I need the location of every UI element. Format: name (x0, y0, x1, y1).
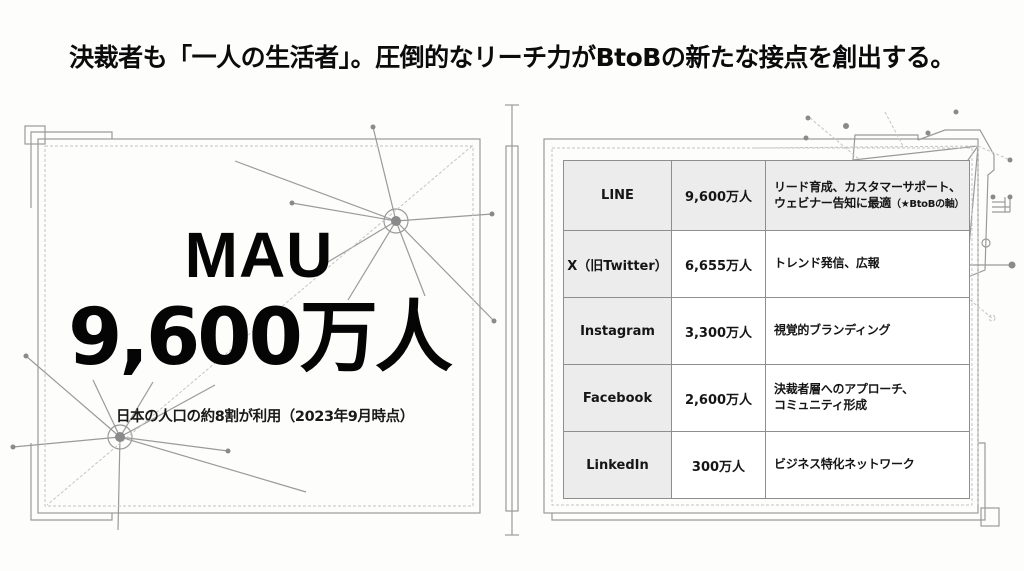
mau-panel: MAU 9,600万人 日本の人口の約8割が利用（2023年9月時点） (38, 139, 480, 513)
mau-value: 9,600万人 (68, 293, 453, 383)
use-case: ビジネス特化ネットワーク (765, 431, 970, 499)
use-case-line1: 決裁者層へのアプローチ、 (774, 382, 914, 397)
use-case: 視覚的ブランディング (765, 297, 970, 365)
platform-name: LINE (563, 160, 672, 231)
table-row-instagram: Instagram 3,300万人 視覚的ブランディング (563, 297, 970, 365)
user-count: 6,655万人 (671, 230, 766, 298)
use-case: リード育成、カスタマーサポート、 ウェビナー告知に最適（★BtoBの軸） (765, 160, 970, 231)
table-row-line: LINE 9,600万人 リード育成、カスタマーサポート、 ウェビナー告知に最適… (563, 160, 970, 231)
table-row-x: X（旧Twitter） 6,655万人 トレンド発信、広報 (563, 230, 970, 298)
use-case-line1: トレンド発信、広報 (774, 256, 880, 271)
use-case: トレンド発信、広報 (765, 230, 970, 298)
sns-comparison-table: LINE 9,600万人 リード育成、カスタマーサポート、 ウェビナー告知に最適… (563, 160, 970, 499)
btob-axis-badge: （★BtoBの軸） (891, 198, 965, 210)
mau-label: MAU (184, 219, 334, 291)
use-case: 決裁者層へのアプローチ、 コミュニティ形成 (765, 364, 970, 432)
use-case-line1: 視覚的ブランディング (774, 323, 891, 338)
user-count: 9,600万人 (671, 160, 766, 231)
user-count: 3,300万人 (671, 297, 766, 365)
platform-name: X（旧Twitter） (563, 230, 672, 298)
use-case-line2: コミュニティ形成 (774, 398, 867, 412)
platform-name: Facebook (563, 364, 672, 432)
use-case-line2: ウェビナー告知に最適（★BtoBの軸） (774, 196, 969, 212)
headline: 決裁者も「一人の生活者」。圧倒的なリーチ力がBtoBの新たな接点を創出する。 (69, 43, 955, 72)
mau-note: 日本の人口の約8割が利用（2023年9月時点） (116, 409, 414, 425)
user-count: 2,600万人 (671, 364, 766, 432)
table-row-facebook: Facebook 2,600万人 決裁者層へのアプローチ、 コミュニティ形成 (563, 364, 970, 432)
table-row-linkedin: LinkedIn 300万人 ビジネス特化ネットワーク (563, 431, 970, 499)
platform-name: Instagram (563, 297, 672, 365)
platform-name: LinkedIn (563, 431, 672, 499)
use-case-text: ウェビナー告知に最適 (774, 195, 892, 210)
use-case-line1: リード育成、カスタマーサポート、 (774, 179, 961, 194)
user-count: 300万人 (671, 431, 766, 499)
use-case-line1: ビジネス特化ネットワーク (774, 457, 915, 472)
